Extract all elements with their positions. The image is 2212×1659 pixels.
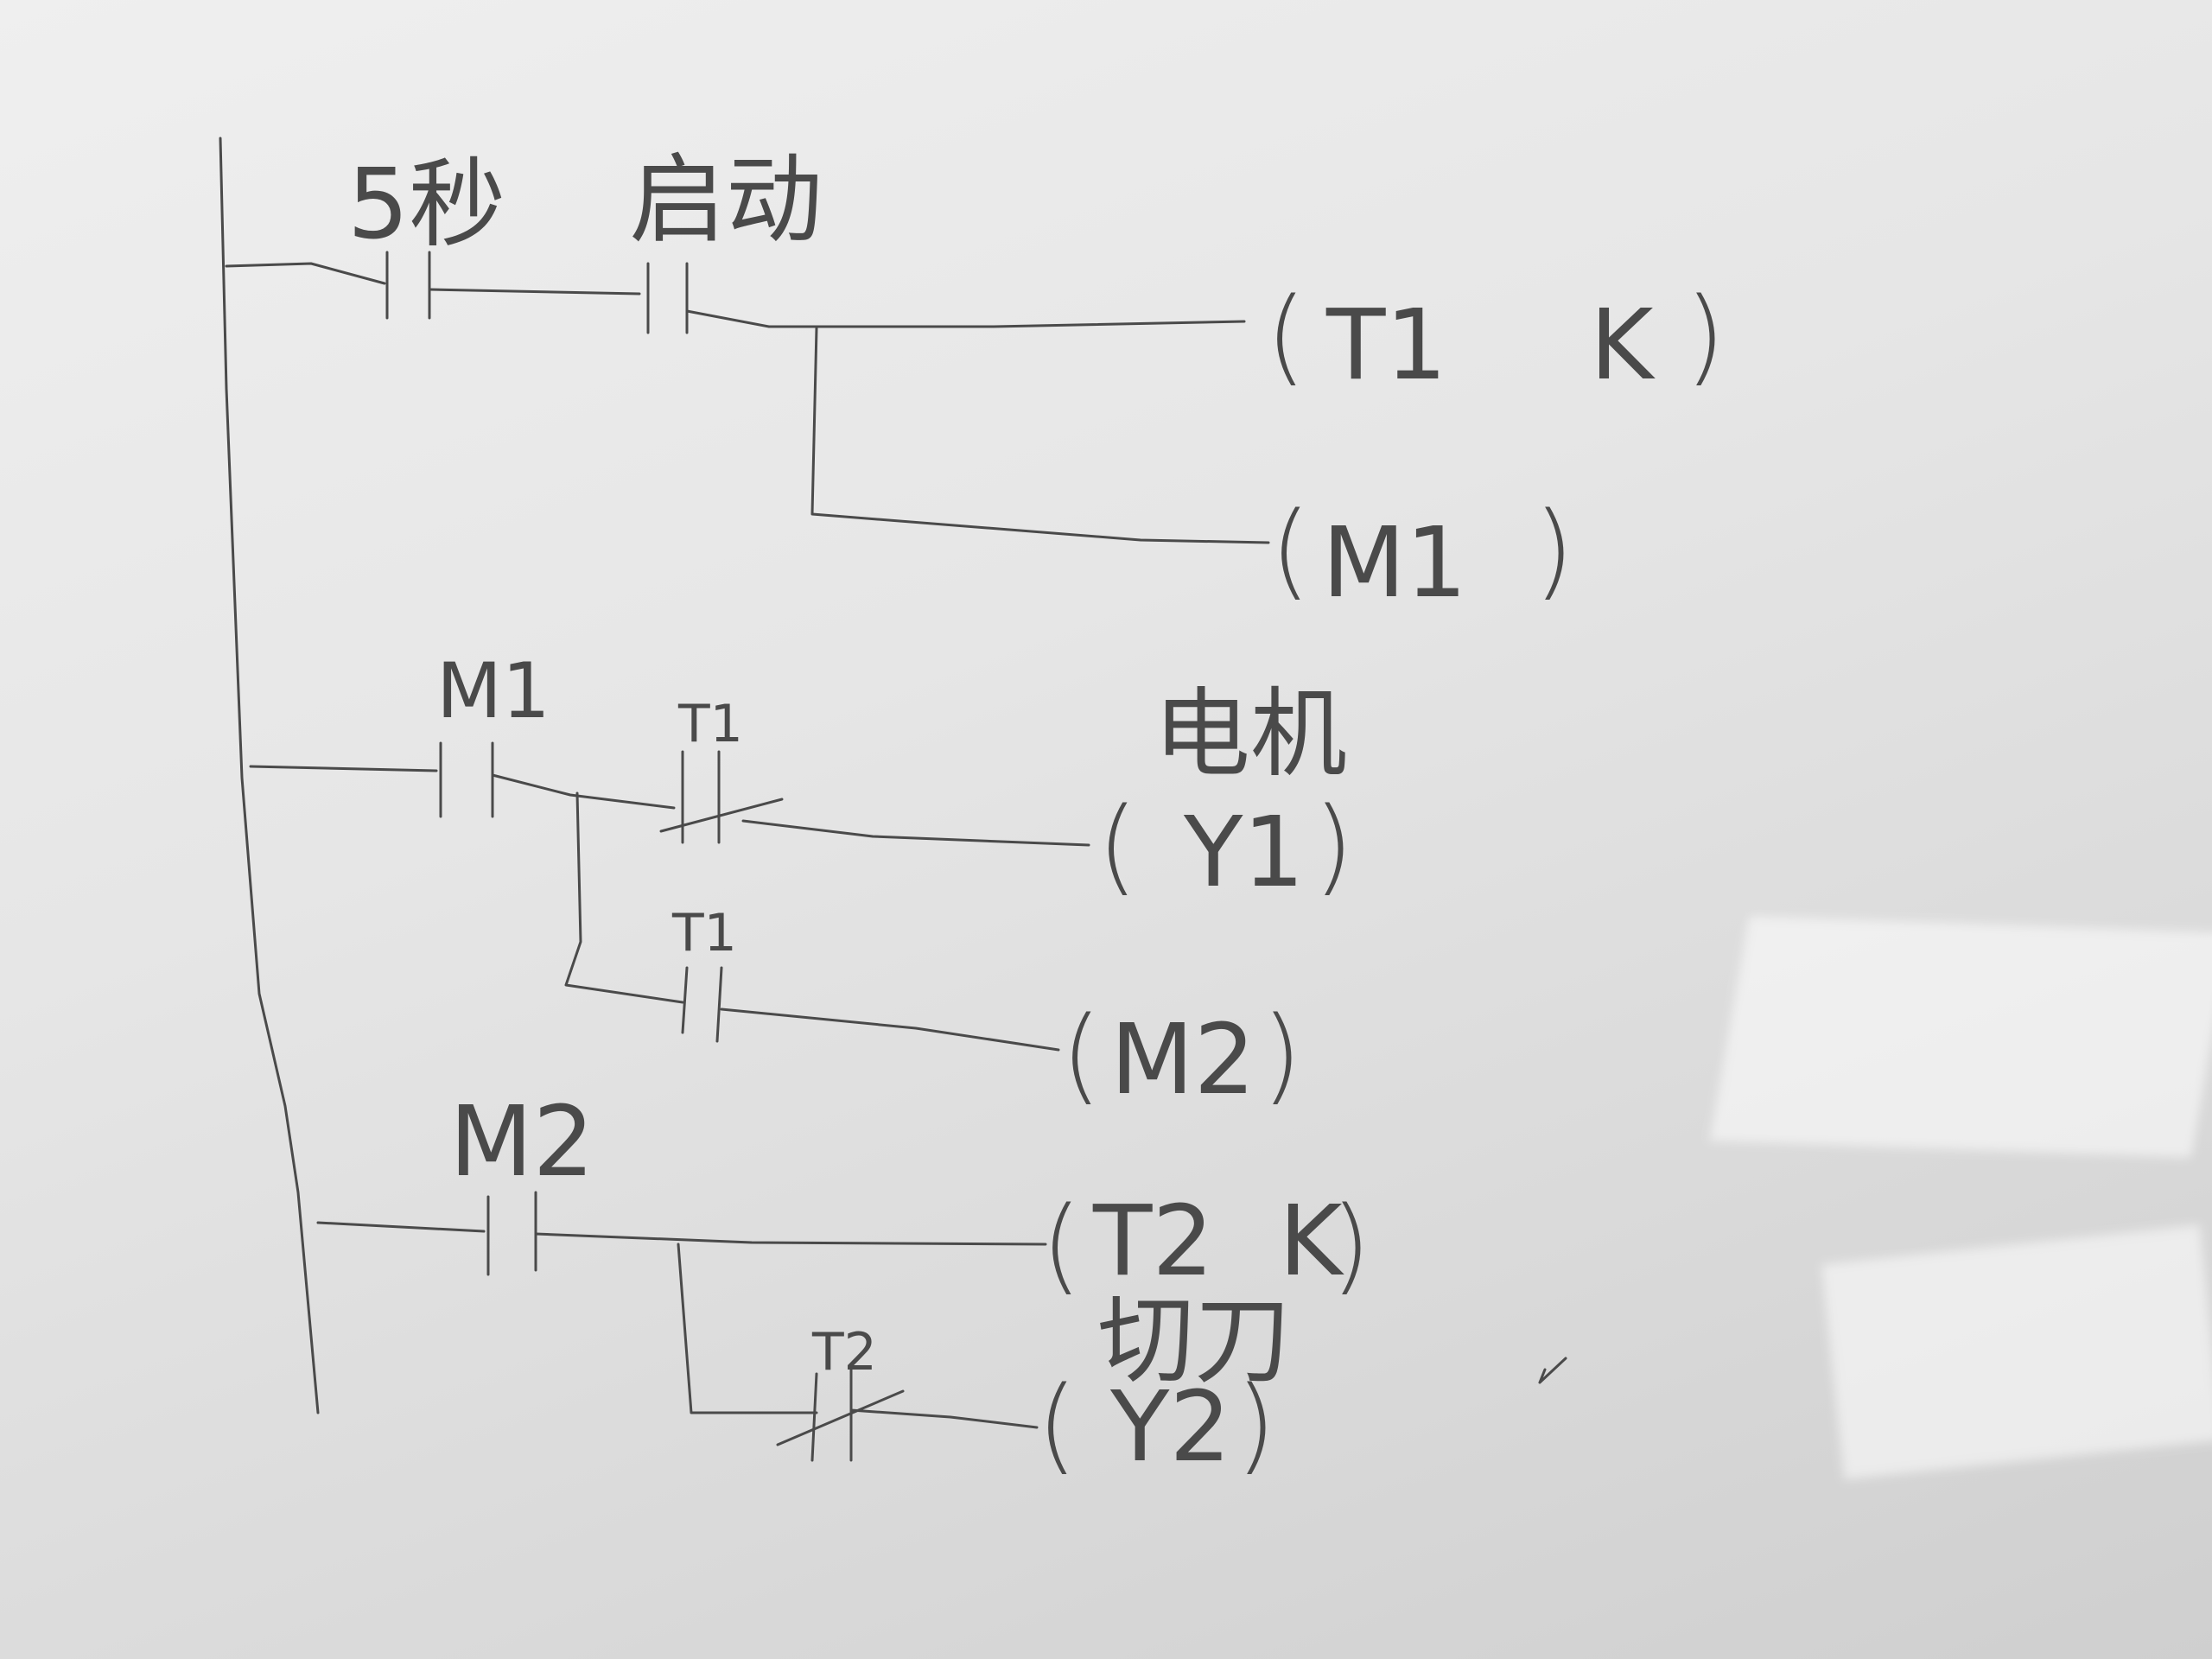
contact-T2-nc: T2 xyxy=(776,1322,905,1462)
contact-label: T1 xyxy=(671,903,737,963)
coil-param: K xyxy=(1590,289,1656,402)
contact-M2: M2 xyxy=(449,1086,594,1276)
contact-start: 启动 xyxy=(629,144,823,334)
coil-T2: ( T2 K ) xyxy=(1041,1185,1371,1306)
pencil-cursor-icon xyxy=(1538,1357,1567,1384)
svg-text:(: ( xyxy=(1041,1185,1082,1306)
svg-text:): ) xyxy=(1313,786,1354,906)
rung-2: M1 T1 电机 ( Y1 ) T1 ( M2 xyxy=(249,646,1354,1116)
coil-label: T2 xyxy=(1092,1185,1214,1298)
rung-1-wire xyxy=(225,262,386,285)
contact-label: T1 xyxy=(677,694,743,754)
svg-text:(: ( xyxy=(1270,491,1311,611)
left-power-rail xyxy=(219,137,320,1414)
rung-1: 5秒 启动 ( T1 K ) ( M1 ) xyxy=(225,144,1726,620)
contact-T1-no: T1 xyxy=(671,903,737,1043)
coil-T1: ( T1 K ) xyxy=(1266,276,1726,402)
svg-text:(: ( xyxy=(1037,1365,1077,1485)
coil-caption: 切刀 xyxy=(1097,1285,1291,1397)
svg-text:): ) xyxy=(1685,276,1726,397)
svg-text:): ) xyxy=(1534,491,1574,611)
rung-3-wire xyxy=(316,1221,486,1233)
svg-text:(: ( xyxy=(1097,786,1138,906)
coil-Y1: 电机 ( Y1 ) xyxy=(1097,678,1354,909)
coil-label: Y2 xyxy=(1109,1371,1231,1484)
contact-M1: M1 xyxy=(436,646,550,818)
svg-text:): ) xyxy=(1262,995,1302,1116)
coil-label: M2 xyxy=(1110,1004,1255,1116)
coil-label: T1 xyxy=(1325,289,1447,402)
rung-1-branch xyxy=(810,327,1270,544)
coil-caption: 电机 xyxy=(1154,678,1347,791)
contact-T1-nc: T1 xyxy=(659,694,784,844)
svg-text:(: ( xyxy=(1266,276,1306,397)
coil-Y2: 切刀 ( Y2 ) xyxy=(1037,1285,1291,1485)
svg-text:): ) xyxy=(1236,1365,1276,1485)
contact-label: 5秒 xyxy=(347,149,505,261)
rung-2-wire xyxy=(249,765,438,772)
coil-param: K xyxy=(1279,1185,1344,1298)
contact-label: M2 xyxy=(449,1086,594,1198)
rung-3-branch xyxy=(677,1243,818,1414)
rung-3: M2 ( T2 K ) T2 切刀 ( Y2 ) xyxy=(316,1086,1371,1485)
svg-text:): ) xyxy=(1331,1185,1371,1306)
svg-text:(: ( xyxy=(1061,995,1102,1116)
coil-M2: ( M2 ) xyxy=(1061,995,1302,1116)
rung-2-branch xyxy=(564,791,684,1004)
contact-label: T2 xyxy=(811,1322,877,1382)
coil-M1: ( M1 ) xyxy=(1270,491,1574,620)
contact-label: 启动 xyxy=(629,144,823,257)
coil-label: Y1 xyxy=(1183,797,1305,909)
contact-label: M1 xyxy=(436,646,550,735)
coil-label: M1 xyxy=(1322,507,1467,620)
contact-5s: 5秒 xyxy=(347,149,505,320)
